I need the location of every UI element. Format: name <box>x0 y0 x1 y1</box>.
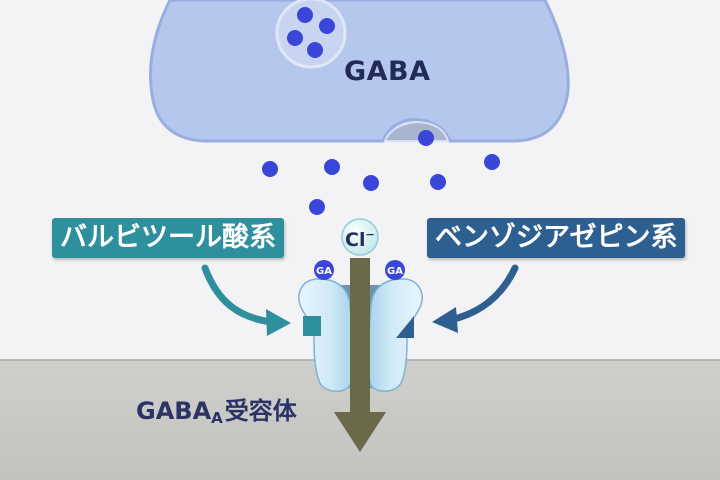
gaba-binding-site-right <box>385 260 405 280</box>
synaptic-vesicle <box>275 0 347 69</box>
gaba-binding-site-left <box>314 260 334 280</box>
barbiturate-arrow-shaft <box>201 264 276 326</box>
gaba-molecule <box>324 159 340 175</box>
gaba-molecule <box>363 175 379 191</box>
benzodiazepine-arrow-head <box>432 307 458 333</box>
barbiturate-label: バルビツール酸系 <box>52 218 284 258</box>
gaba-molecule <box>319 18 335 34</box>
gaba-molecule <box>307 42 323 58</box>
gaba-a-receptor-label: GABAA受容体 <box>136 391 297 427</box>
benzodiazepine-binding-site <box>396 316 414 338</box>
gaba-molecule <box>297 7 313 23</box>
gaba-molecule <box>484 154 500 170</box>
receptor-subunit-right <box>367 278 423 392</box>
chloride-ion <box>341 218 379 256</box>
benzodiazepine-label: ベンゾジアゼピン系 <box>427 218 686 258</box>
barbiturate-binding-site <box>303 316 321 336</box>
gaba-molecule <box>309 199 325 215</box>
chloride-ion-label: Cl− <box>345 228 375 251</box>
gaba-molecule <box>418 130 434 146</box>
chloride-flow-arrowhead <box>334 412 386 452</box>
gaba-molecule <box>430 174 446 190</box>
barbiturate-arrow-head <box>266 309 291 336</box>
gaba-molecule <box>262 161 278 177</box>
receptor-name-main: GABA <box>136 397 212 425</box>
receptor-name-suffix: 受容体 <box>224 397 297 425</box>
gaba-label: GABA <box>344 56 431 87</box>
receptor-name-subscript: A <box>211 409 223 427</box>
gaba-binding-site-left-label: GA <box>316 266 332 277</box>
gaba-binding-site-right-label: GA <box>387 266 403 277</box>
benzodiazepine-arrow-shaft <box>446 264 519 324</box>
gaba-molecule <box>287 30 303 46</box>
chloride-flow-shaft <box>350 258 370 420</box>
presynaptic-terminal <box>149 0 570 143</box>
